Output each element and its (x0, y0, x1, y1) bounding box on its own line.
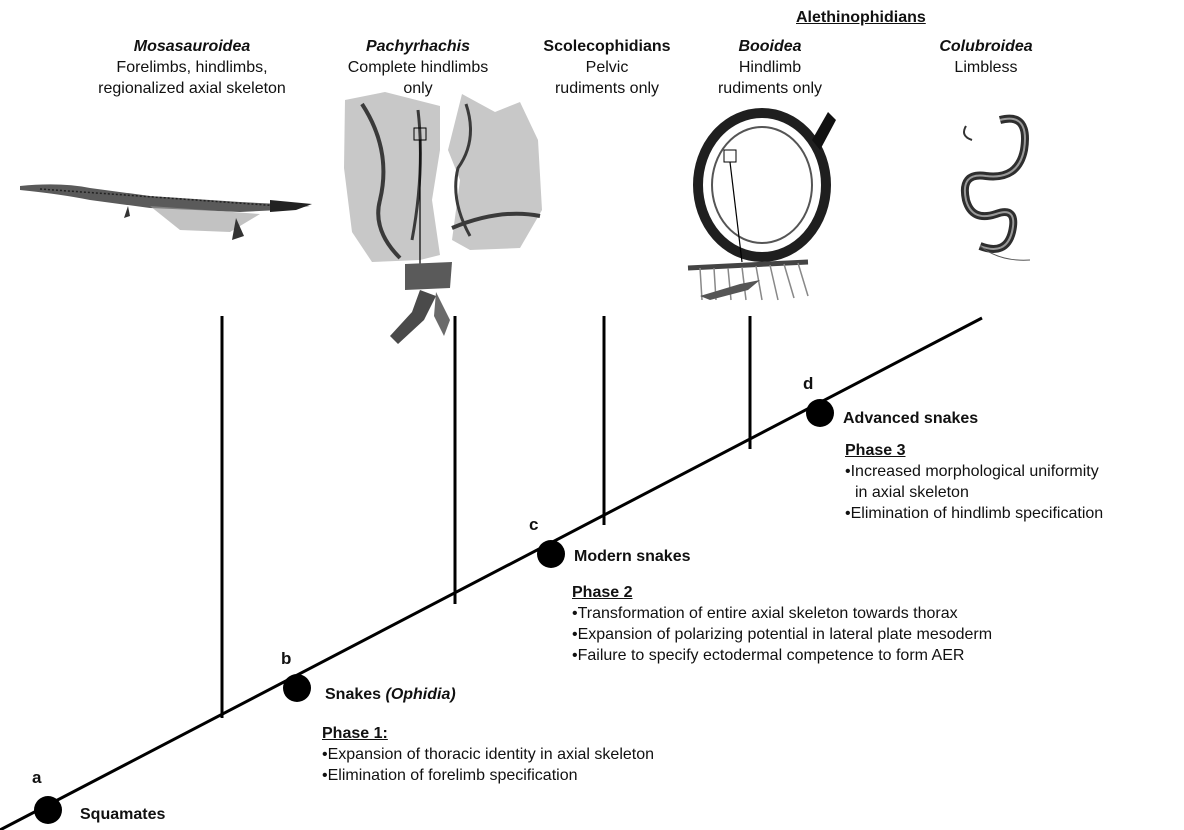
alethinophidians-header: Alethinophidians (796, 9, 926, 27)
node-b (283, 674, 311, 702)
node-a (34, 796, 62, 824)
phase-item: •Expansion of thoracic identity in axial… (322, 744, 654, 765)
taxon-name: Colubroidea (926, 36, 1046, 57)
taxon-desc-line: regionalized axial skeleton (70, 78, 314, 99)
node-letter-d: d (803, 374, 813, 394)
phase-title: Phase 3 (845, 440, 1103, 461)
taxon-desc-line: only (338, 78, 498, 99)
taxon-desc-line: Forelimbs, hindlimbs, (70, 57, 314, 78)
phase-item: •Expansion of polarizing potential in la… (572, 624, 992, 645)
node-label-squamates: Squamates (80, 806, 165, 824)
node-letter-c: c (529, 515, 538, 535)
node-label-advanced-snakes: Advanced snakes (843, 410, 978, 428)
taxon-desc-line: rudiments only (524, 78, 690, 99)
taxon-mosasauroidea: Mosasauroidea Forelimbs, hindlimbs, regi… (70, 36, 314, 99)
node-label-text: Advanced snakes (843, 410, 978, 427)
phase-item: •Failure to specify ectodermal competenc… (572, 645, 992, 666)
node-letter-b: b (281, 649, 291, 669)
node-letter-a: a (32, 768, 41, 788)
node-c (537, 540, 565, 568)
phase-1-block: Phase 1: •Expansion of thoracic identity… (322, 723, 654, 786)
colubroidea-snake-illustration (964, 119, 1030, 261)
phase-3-block: Phase 3 •Increased morphological uniform… (845, 440, 1103, 524)
taxon-desc-line: rudiments only (700, 78, 840, 99)
taxon-name: Mosasauroidea (70, 36, 314, 57)
phase-item: •Increased morphological uniformity (845, 461, 1103, 482)
taxon-colubroidea: Colubroidea Limbless (926, 36, 1046, 78)
taxon-name: Scolecophidians (524, 36, 690, 57)
booidea-snake-illustration (688, 112, 836, 300)
taxon-desc-line: Hindlimb (700, 57, 840, 78)
node-label-snakes: Snakes (Ophidia) (325, 686, 456, 704)
taxon-pachyrhachis: Pachyrhachis Complete hindlimbs only (338, 36, 498, 99)
taxon-desc-line: Limbless (926, 57, 1046, 78)
phase-item: in axial skeleton (845, 482, 1103, 503)
phase-item: •Transformation of entire axial skeleton… (572, 603, 992, 624)
taxon-desc-line: Complete hindlimbs (338, 57, 498, 78)
phase-2-block: Phase 2 •Transformation of entire axial … (572, 582, 992, 666)
phase-item: •Elimination of forelimb specification (322, 765, 654, 786)
node-label-italic: (Ophidia) (385, 686, 455, 703)
phase-item: •Elimination of hindlimb specification (845, 503, 1103, 524)
mosasaur-skeleton-illustration (20, 184, 312, 240)
phase-title: Phase 1: (322, 723, 654, 744)
pachyrhachis-fossil-illustration (344, 92, 542, 344)
node-d (806, 399, 834, 427)
taxon-name: Pachyrhachis (338, 36, 498, 57)
phase-title: Phase 2 (572, 582, 992, 603)
taxon-scolecophidians: Scolecophidians Pelvic rudiments only (524, 36, 690, 99)
node-label-text: Modern snakes (574, 548, 690, 565)
node-label-modern-snakes: Modern snakes (574, 548, 690, 566)
taxon-booidea: Booidea Hindlimb rudiments only (700, 36, 840, 99)
node-label-text: Squamates (80, 806, 165, 823)
taxon-desc-line: Pelvic (524, 57, 690, 78)
node-label-text: Snakes (325, 686, 385, 703)
taxon-name: Booidea (700, 36, 840, 57)
